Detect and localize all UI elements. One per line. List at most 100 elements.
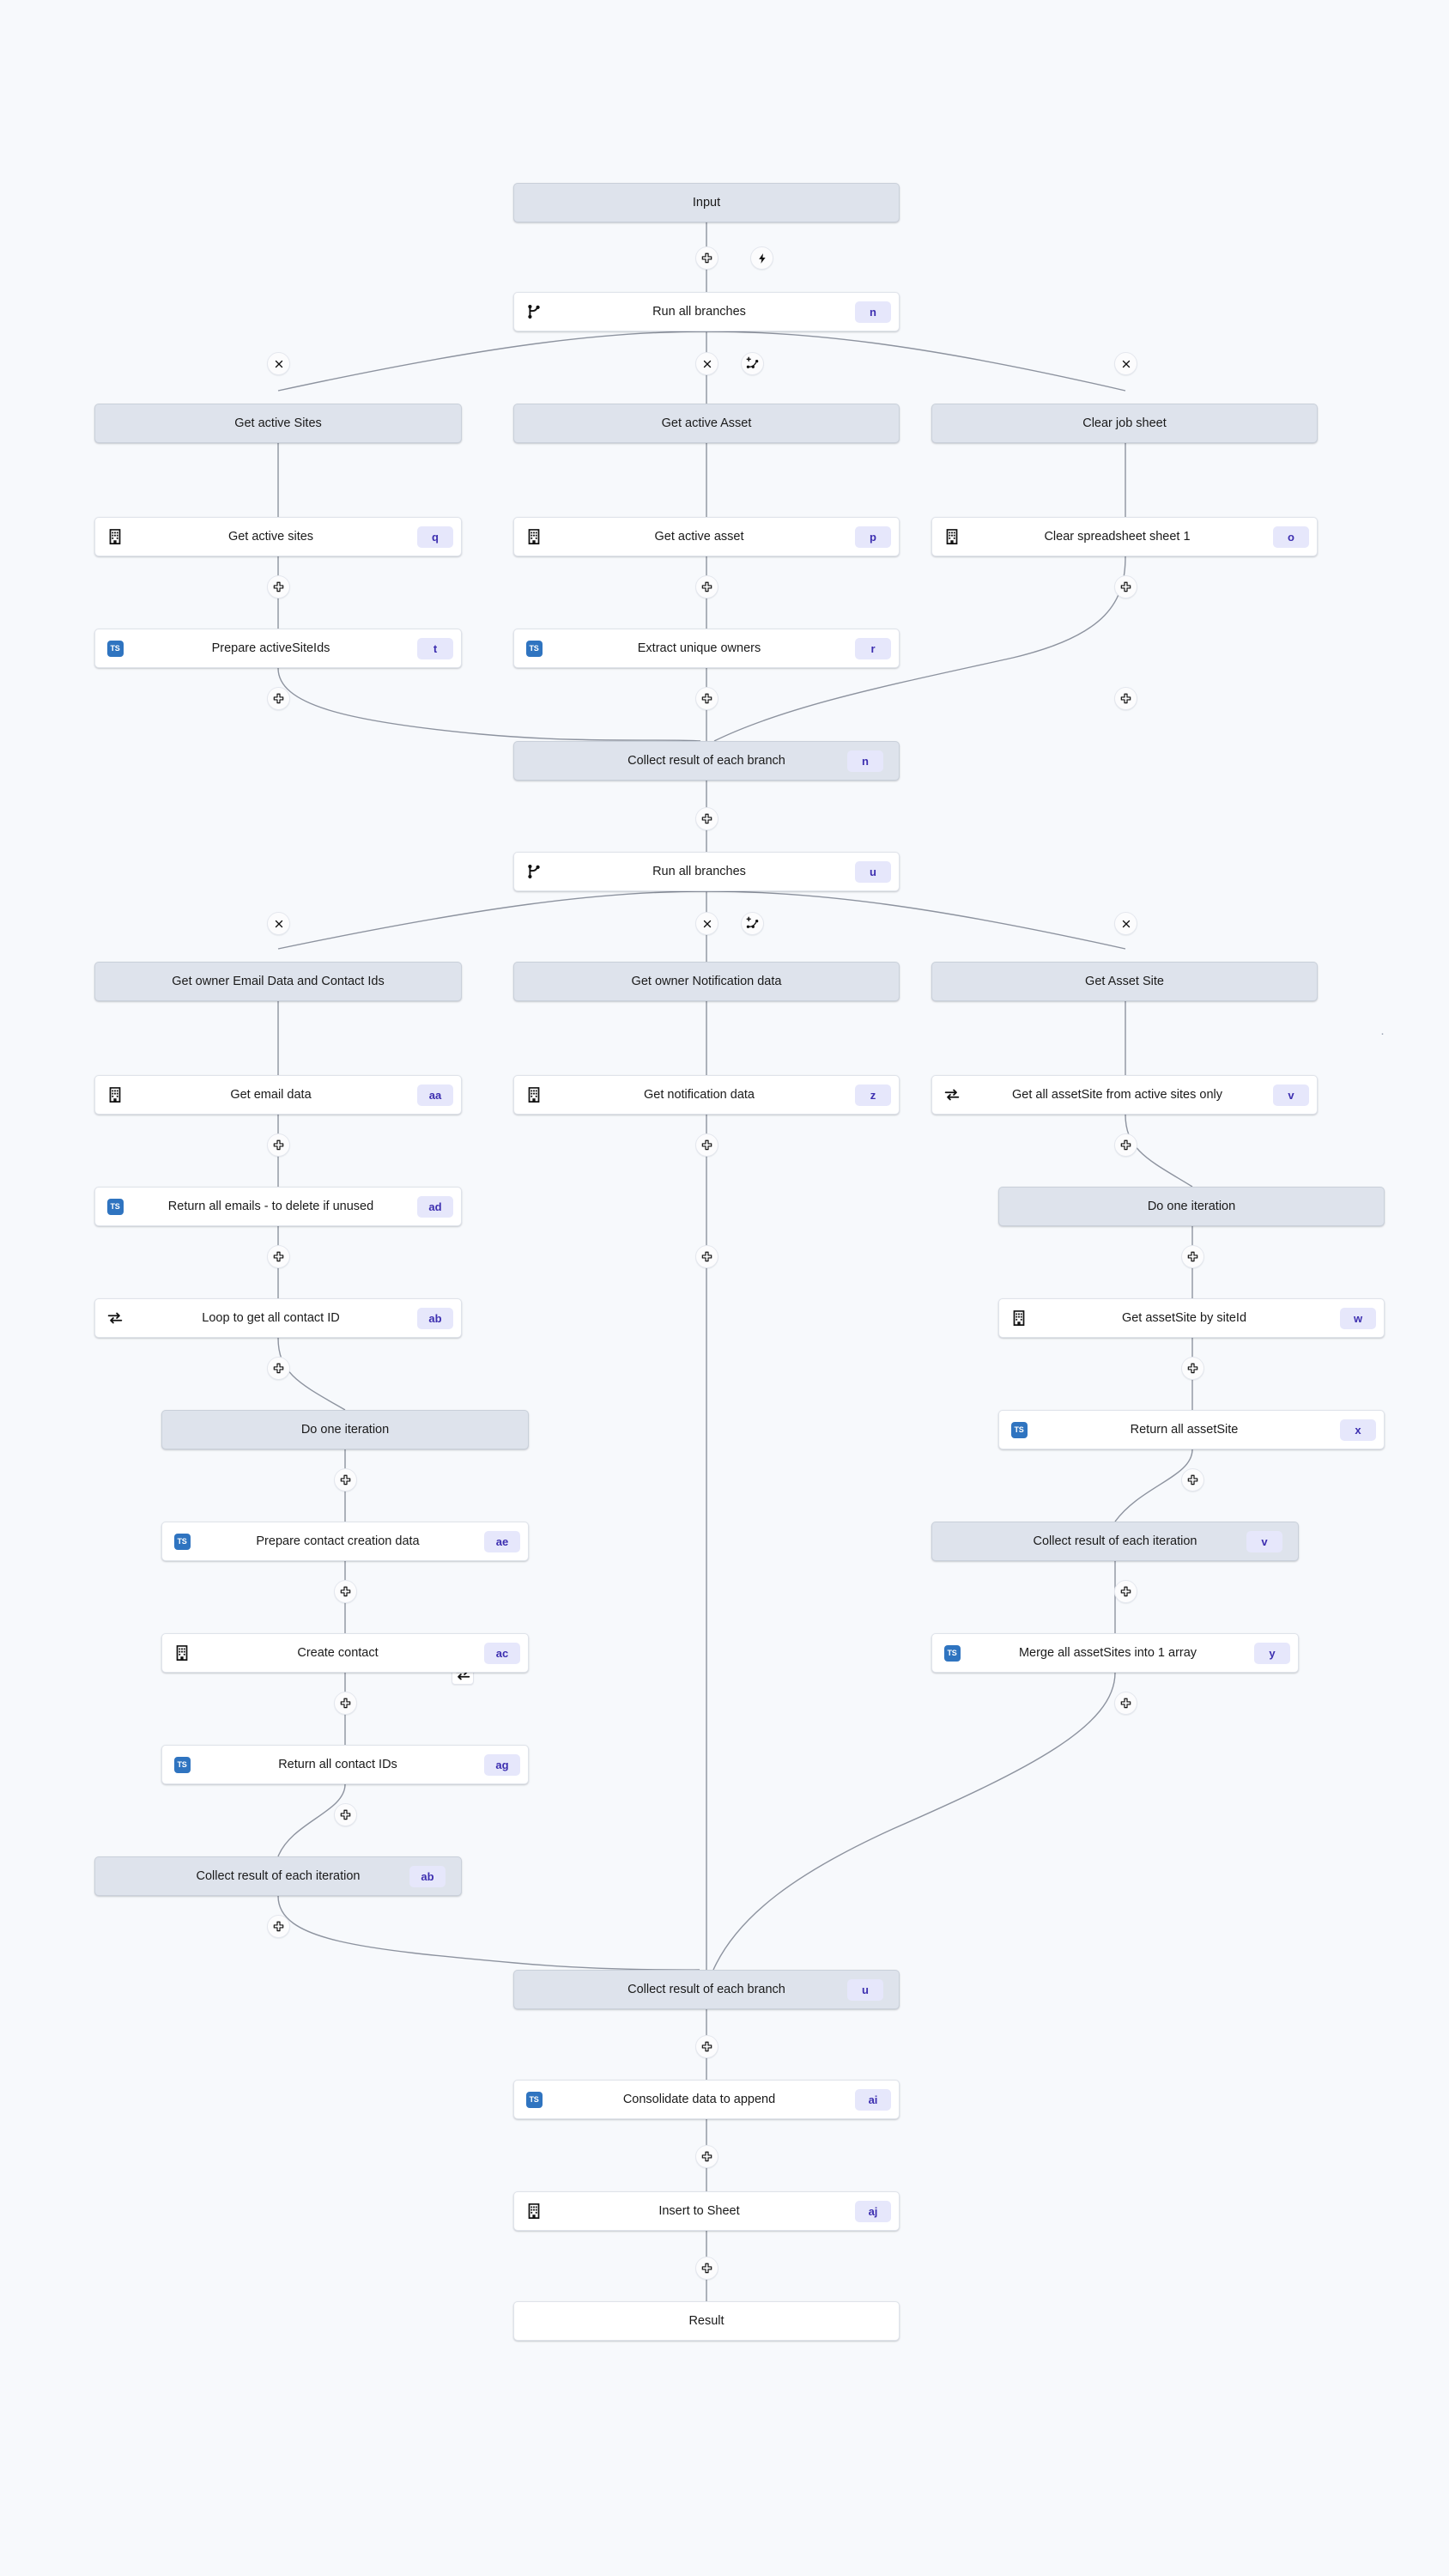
node-label: Return all assetSite [1130,1423,1239,1437]
plus-icon-handle[interactable] [695,2035,718,2058]
workflow-node-insert-to-sheet[interactable]: Insert to Sheet aj [513,2191,900,2231]
node-key-badge[interactable]: o [1273,526,1309,548]
workflow-node-branch-email[interactable]: Get owner Email Data and Contact Ids [94,962,462,1001]
node-key-badge[interactable]: ae [484,1530,520,1552]
plus-icon-handle[interactable] [1114,1133,1137,1157]
plus-icon-handle[interactable] [1181,1357,1204,1380]
plus-icon-handle[interactable] [695,2145,718,2168]
node-label: Insert to Sheet [658,2204,740,2218]
plus-icon-handle[interactable] [267,1357,290,1380]
plus-icon-handle[interactable] [267,1133,290,1157]
workflow-node-branch-sites[interactable]: Get active Sites [94,404,462,443]
add-branch-icon-handle[interactable] [741,912,764,935]
node-key-badge[interactable]: aa [417,1084,453,1106]
add-branch-icon-handle[interactable] [741,352,764,375]
node-key-badge[interactable]: v [1273,1084,1309,1106]
workflow-node-do-one-iter-l[interactable]: Do one iteration [161,1410,529,1449]
workflow-node-input[interactable]: Input [513,183,900,222]
plus-icon-handle[interactable] [695,575,718,598]
plus-icon-handle[interactable] [695,1133,718,1157]
close-icon-handle[interactable] [267,912,290,935]
close-icon-handle[interactable] [695,912,718,935]
node-key-badge[interactable]: z [855,1084,891,1106]
plus-icon-handle[interactable] [334,1580,357,1603]
node-key-badge[interactable]: u [847,1978,883,2001]
plus-icon-handle[interactable] [334,1468,357,1492]
node-key-badge[interactable]: u [855,860,891,883]
close-icon-handle[interactable] [1114,352,1137,375]
plus-icon-handle[interactable] [334,1803,357,1826]
plus-icon-handle[interactable] [334,1692,357,1715]
plus-icon-handle[interactable] [1181,1468,1204,1492]
node-key-badge[interactable]: ag [484,1753,520,1776]
node-key-badge[interactable]: ad [417,1195,453,1218]
lightning-icon-handle[interactable] [750,246,773,270]
plus-icon-handle[interactable] [1181,1245,1204,1268]
node-key-badge[interactable]: t [417,637,453,659]
workflow-node-branch-assetsite[interactable]: Get Asset Site [931,962,1318,1001]
plus-icon-handle[interactable] [1114,1580,1137,1603]
workflow-node-do-one-iter-r[interactable]: Do one iteration [998,1187,1385,1226]
node-key-badge[interactable]: ab [417,1307,453,1329]
node-key-badge[interactable]: y [1254,1642,1290,1664]
node-key-badge[interactable]: v [1246,1530,1282,1552]
plus-icon-handle[interactable] [695,1245,718,1268]
plus-icon-handle[interactable] [695,2257,718,2280]
node-label: Get active Asset [661,416,752,430]
plus-icon-handle[interactable] [1114,1692,1137,1715]
node-key-badge[interactable]: r [855,637,891,659]
node-key-badge[interactable]: ai [855,2088,891,2111]
node-label: Run all branches [652,305,746,319]
close-icon-handle[interactable] [1114,912,1137,935]
node-key-badge[interactable]: p [855,526,891,548]
plus-icon-handle[interactable] [695,246,718,270]
node-key-badge[interactable]: x [1340,1419,1376,1441]
node-key-badge[interactable]: ac [484,1642,520,1664]
workflow-node-branch-notif[interactable]: Get owner Notification data [513,962,900,1001]
node-key-badge[interactable]: n [855,301,891,323]
node-label: Consolidate data to append [622,2093,776,2106]
plus-icon-handle[interactable] [267,1915,290,1938]
plus-icon-handle[interactable] [695,687,718,710]
node-key-badge[interactable]: n [847,750,883,772]
node-key-badge[interactable]: w [1340,1307,1376,1329]
node-key-badge[interactable]: q [417,526,453,548]
close-icon-handle[interactable] [267,352,290,375]
plus-icon-handle[interactable] [695,807,718,830]
plus-icon-handle[interactable] [1114,687,1137,710]
plus-icon-handle[interactable] [267,1245,290,1268]
plus-icon-handle[interactable] [1114,575,1137,598]
close-icon-handle[interactable] [695,352,718,375]
workflow-node-result[interactable]: Result [513,2301,900,2341]
node-key-badge[interactable]: ab [409,1865,446,1887]
workflow-node-branch-jobsheet[interactable]: Clear job sheet [931,404,1318,443]
plus-icon-handle[interactable] [267,575,290,598]
workflow-node-get-all-assetsite[interactable]: Get all assetSite from active sites only… [931,1075,1318,1115]
workflow-node-run-branches-1[interactable]: Run all branches n [513,292,900,331]
workflow-node-branch-asset[interactable]: Get active Asset [513,404,900,443]
plus-icon-handle[interactable] [267,687,290,710]
node-key-badge[interactable]: aj [855,2200,891,2222]
